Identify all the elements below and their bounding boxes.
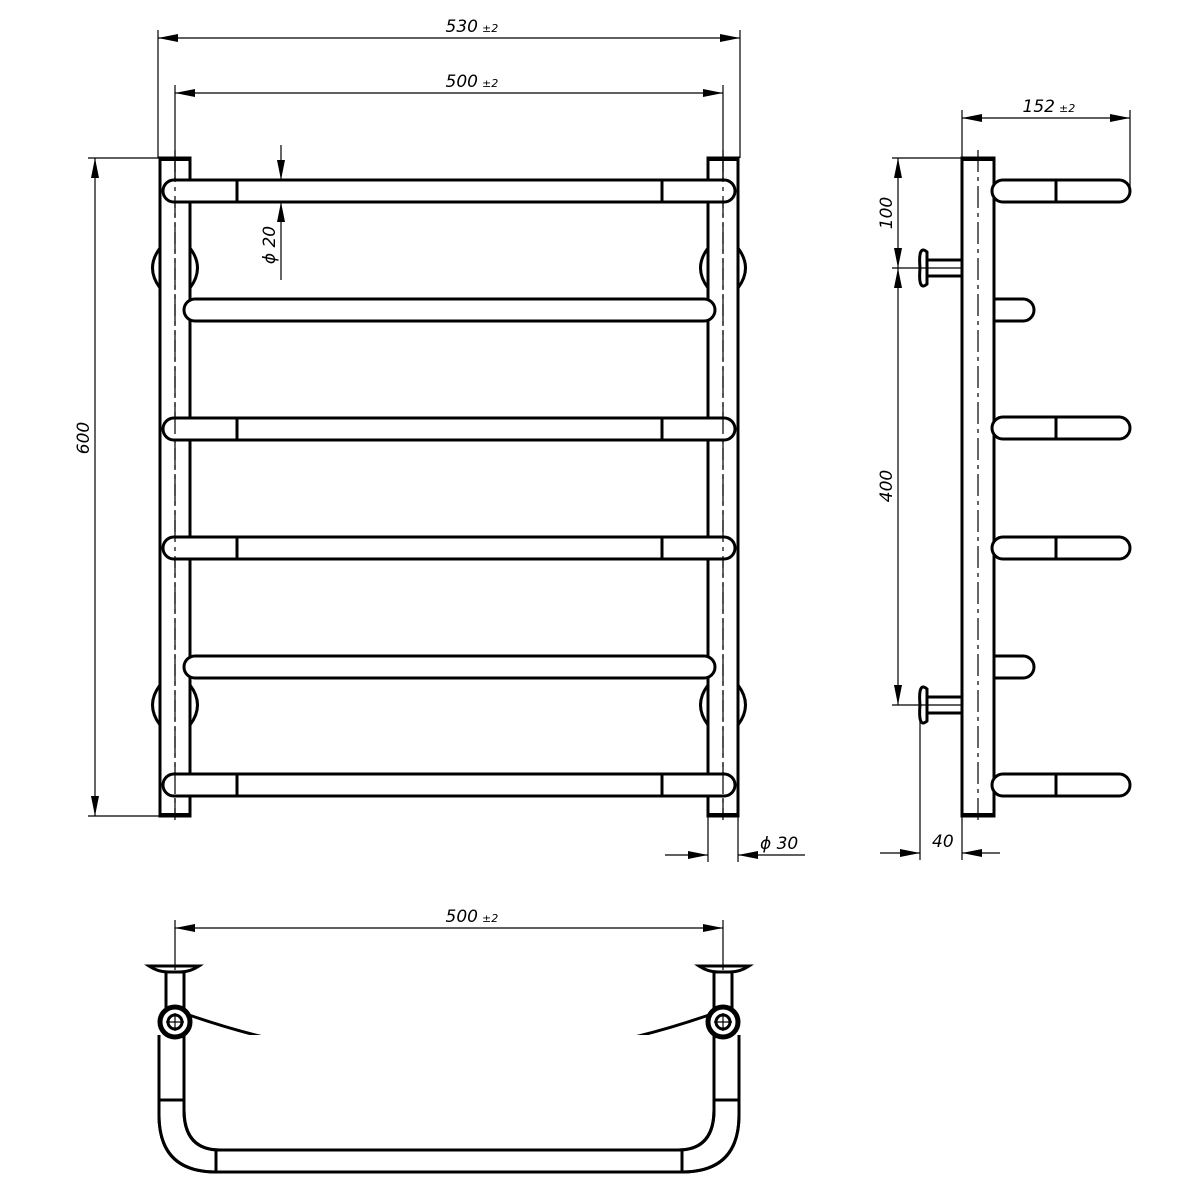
- bottom-view: 500 ±2: [144, 907, 754, 1174]
- dimension-500-bottom: 500 ±2: [174, 907, 724, 970]
- dimension-diameter-20: ϕ 20: [260, 145, 285, 280]
- dimension-diameter-30: ϕ 30: [665, 816, 805, 862]
- svg-text:±2: ±2: [1059, 102, 1075, 115]
- dimension-530: 530 ±2: [157, 17, 741, 158]
- svg-text:ϕ 20: ϕ 20: [260, 226, 280, 264]
- svg-text:±2: ±2: [482, 912, 498, 925]
- svg-text:500: 500: [446, 72, 478, 92]
- dimension-152: 152 ±2: [961, 97, 1131, 190]
- svg-text:600: 600: [74, 422, 94, 454]
- side-long-bars: [990, 178, 1132, 798]
- long-bars: [161, 178, 737, 798]
- dimension-100-400: 100 400: [877, 157, 962, 706]
- svg-text:152: 152: [1023, 97, 1055, 117]
- brackets: [151, 247, 747, 726]
- bottom-rings: [157, 1004, 741, 1040]
- dimension-40: 40: [880, 720, 1000, 860]
- svg-text:400: 400: [877, 470, 897, 502]
- svg-text:±2: ±2: [482, 22, 498, 35]
- dimension-500-front: 500 ±2: [174, 72, 724, 180]
- dimension-600: 600: [74, 157, 160, 817]
- svg-text:40: 40: [932, 832, 954, 852]
- short-bars: [182, 297, 717, 680]
- bottom-flanges: [144, 964, 754, 1010]
- svg-text:100: 100: [877, 197, 897, 229]
- svg-text:ϕ 30: ϕ 30: [760, 834, 798, 854]
- side-short-bars: [994, 297, 1036, 680]
- svg-text:±2: ±2: [482, 77, 498, 90]
- svg-text:530: 530: [446, 17, 478, 37]
- svg-text:500: 500: [446, 907, 478, 927]
- side-wall-mounts: [918, 248, 964, 725]
- side-view: 152 ±2 100 400 40: [877, 97, 1132, 860]
- front-view: 530 ±2 500 ±2 600 ϕ 20 ϕ 30: [74, 17, 805, 862]
